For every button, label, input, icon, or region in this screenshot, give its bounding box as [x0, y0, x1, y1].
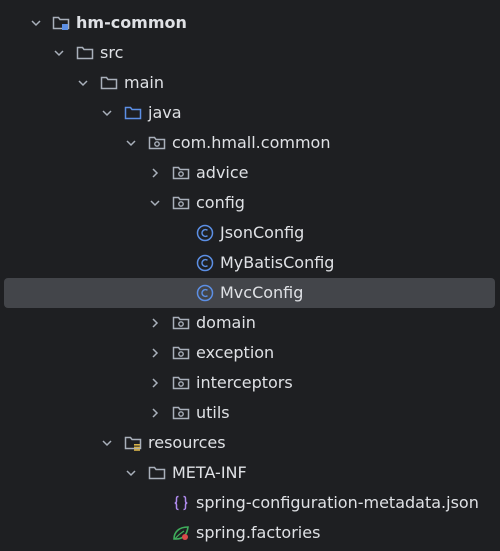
class-icon [196, 284, 214, 302]
tree-row-hm-common[interactable]: hm-common [0, 8, 500, 38]
package-icon [172, 194, 190, 212]
class-icon [196, 224, 214, 242]
tree-row-metadata-json[interactable]: spring-configuration-metadata.json [0, 488, 500, 518]
package-icon [172, 314, 190, 332]
tree-label: utils [196, 403, 230, 422]
tree-label: resources [148, 433, 226, 452]
package-icon [148, 134, 166, 152]
tree-label: com.hmall.common [172, 133, 331, 152]
tree-label: exception [196, 343, 275, 362]
package-icon [172, 374, 190, 392]
chevron-down-icon[interactable] [100, 436, 114, 450]
chevron-down-icon[interactable] [124, 136, 138, 150]
tree-label: spring.factories [196, 523, 321, 542]
tree-row-java[interactable]: java [0, 98, 500, 128]
json-file-icon [172, 494, 190, 512]
tree-label: advice [196, 163, 249, 182]
folder-icon [54, 0, 72, 2]
tree-row-package[interactable]: com.hmall.common [0, 128, 500, 158]
class-icon [196, 254, 214, 272]
tree-row-src[interactable]: src [0, 38, 500, 68]
package-icon [172, 344, 190, 362]
chevron-down-icon[interactable] [29, 16, 43, 30]
chevron-right-icon[interactable] [148, 346, 162, 360]
spring-factories-icon [172, 524, 190, 542]
folder-icon [76, 44, 94, 62]
tree-label: src [100, 43, 124, 62]
package-icon [172, 404, 190, 422]
tree-label: spring-configuration-metadata.json [196, 493, 479, 512]
chevron-right-icon[interactable] [148, 166, 162, 180]
tree-row-advice[interactable]: advice [0, 158, 500, 188]
tree-row-spring-factories[interactable]: spring.factories [0, 518, 500, 548]
chevron-right-icon[interactable] [148, 316, 162, 330]
tree-row-interceptors[interactable]: interceptors [0, 368, 500, 398]
tree-row-partial [0, 0, 500, 8]
tree-label: interceptors [196, 373, 293, 392]
tree-label: MyBatisConfig [220, 253, 335, 272]
chevron-right-icon[interactable] [148, 406, 162, 420]
chevron-down-icon[interactable] [52, 46, 66, 60]
tree-label: JsonConfig [220, 223, 305, 242]
chevron-down-icon[interactable] [76, 76, 90, 90]
tree-label: java [148, 103, 182, 122]
tree-label: main [124, 73, 164, 92]
module-folder-icon [52, 14, 70, 32]
folder-icon [100, 74, 118, 92]
tree-label: MvcConfig [220, 283, 304, 302]
source-folder-icon [124, 104, 142, 122]
resources-folder-icon [124, 434, 142, 452]
tree-row-config[interactable]: config [0, 188, 500, 218]
tree-label: META-INF [172, 463, 247, 482]
tree-row-resources[interactable]: resources [0, 428, 500, 458]
tree-row-utils[interactable]: utils [0, 398, 500, 428]
tree-row-mybatis-config[interactable]: MyBatisConfig [0, 248, 500, 278]
chevron-right-icon[interactable] [148, 376, 162, 390]
tree-row-json-config[interactable]: JsonConfig [0, 218, 500, 248]
tree-label: config [196, 193, 245, 212]
tree-row-mvc-config[interactable]: MvcConfig [0, 278, 500, 308]
tree-row-main[interactable]: main [0, 68, 500, 98]
chevron-down-icon[interactable] [148, 196, 162, 210]
tree-row-meta-inf[interactable]: META-INF [0, 458, 500, 488]
folder-icon [148, 464, 166, 482]
chevron-down-icon[interactable] [124, 466, 138, 480]
tree-label: domain [196, 313, 256, 332]
tree-row-exception[interactable]: exception [0, 338, 500, 368]
package-icon [172, 164, 190, 182]
tree-label: hm-common [76, 13, 187, 32]
chevron-down-icon[interactable] [100, 106, 114, 120]
tree-row-domain[interactable]: domain [0, 308, 500, 338]
